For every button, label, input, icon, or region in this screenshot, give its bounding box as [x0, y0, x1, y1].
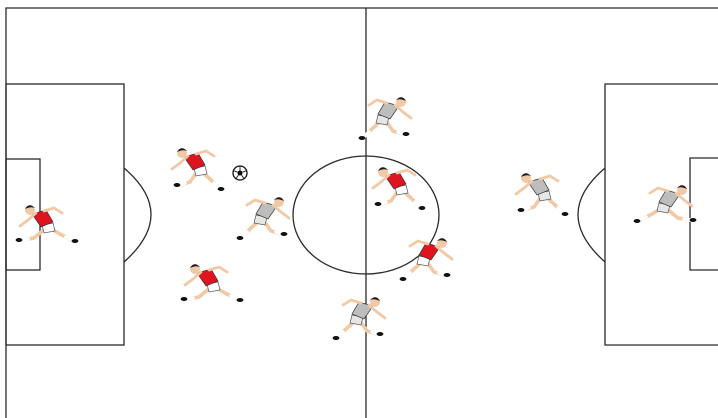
- player-grey-goalkeeper-right: [634, 185, 697, 223]
- soccer-ball-icon: [233, 166, 247, 180]
- player-grey-forward: [237, 197, 289, 240]
- pitch-boundary: [6, 8, 718, 418]
- right-goal-area: [690, 158, 718, 270]
- players-layer: [16, 97, 697, 340]
- left-penalty-area: [6, 84, 124, 345]
- right-penalty-arc: [578, 168, 605, 262]
- player-grey-midfielder: [333, 297, 385, 340]
- player-red-midfielder: [172, 148, 224, 191]
- player-red-forward: [400, 238, 452, 281]
- right-penalty-area: [605, 84, 718, 345]
- player-red-goalkeeper-left: [16, 205, 79, 243]
- left-penalty-arc: [124, 168, 151, 262]
- pitch-markings: [6, 8, 718, 418]
- player-grey-defender: [516, 173, 568, 216]
- player-red-defender: [181, 264, 244, 302]
